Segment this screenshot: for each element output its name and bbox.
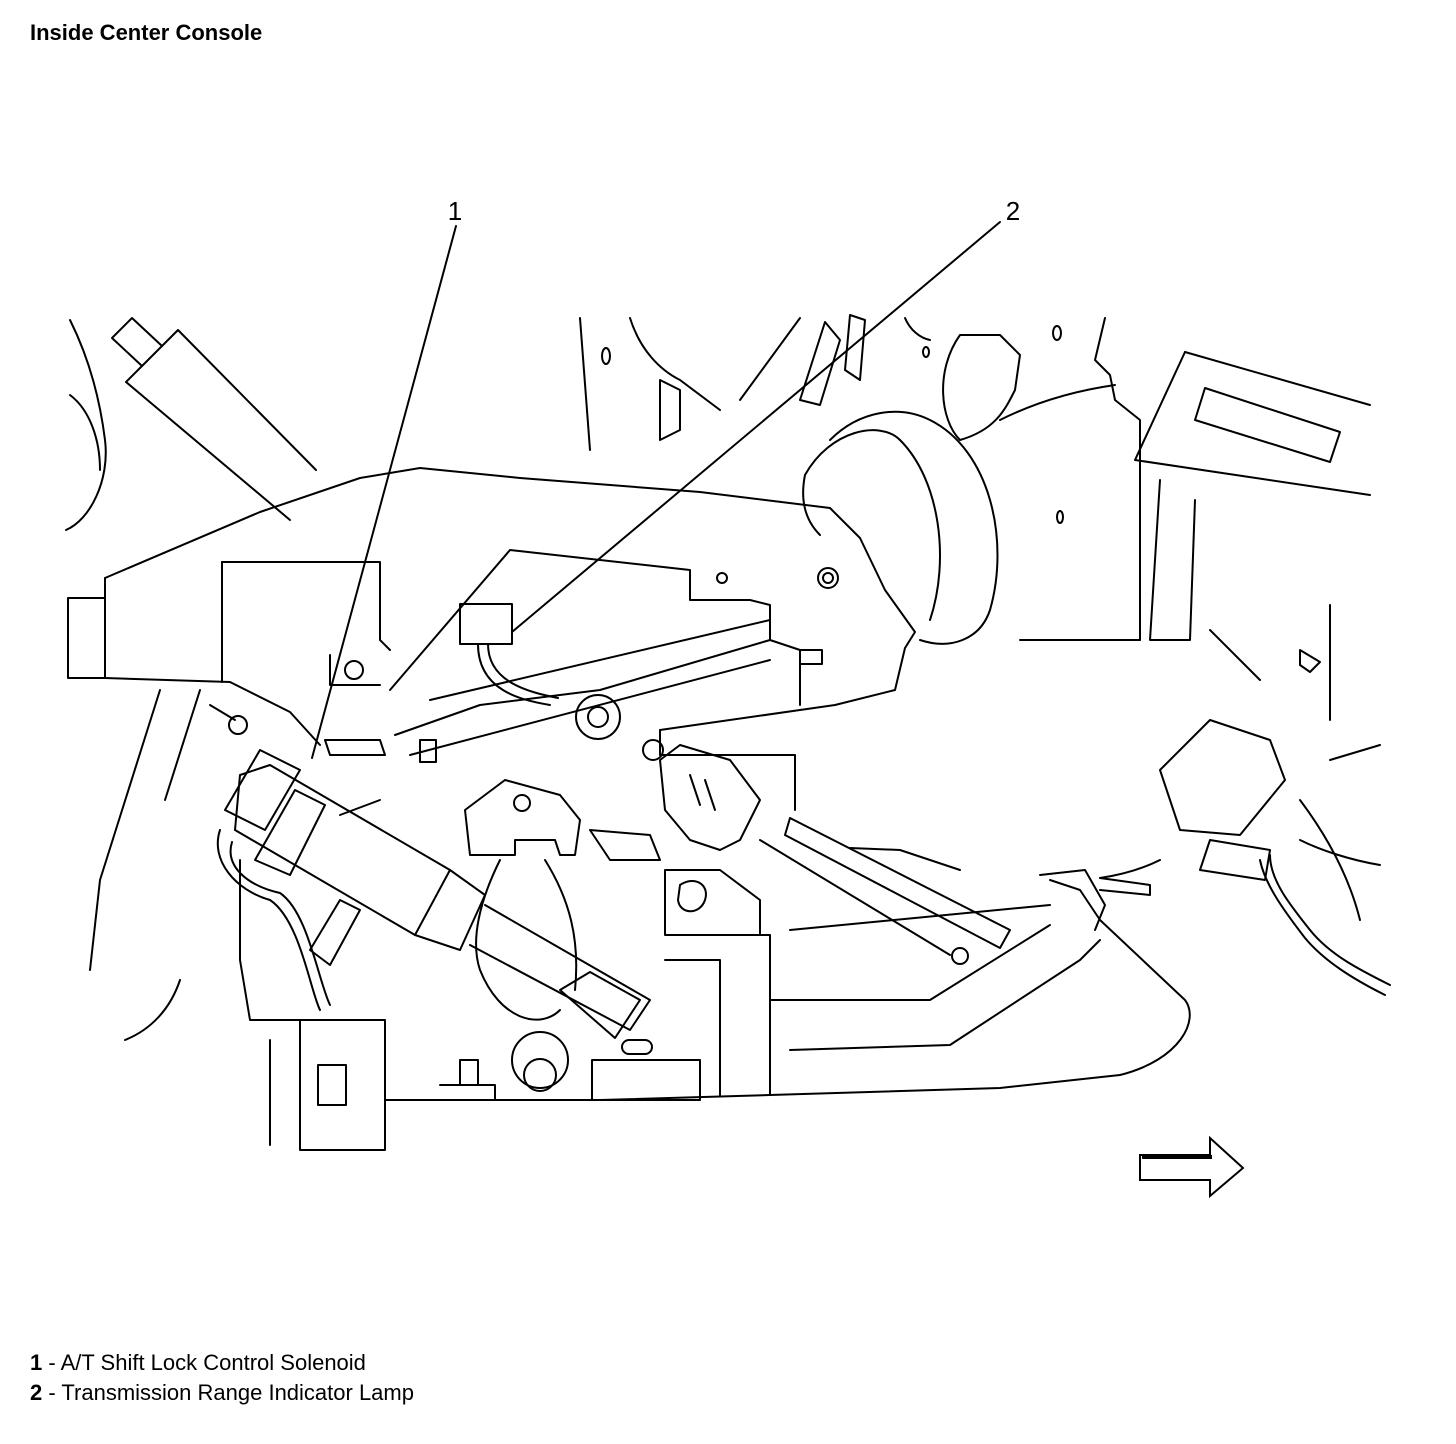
steering-column-shaft: [65, 317, 317, 531]
right-bracket-plate: [1134, 351, 1371, 721]
diagram-title: Inside Center Console: [30, 20, 263, 45]
legend-number: 1: [30, 1350, 43, 1375]
legend: 1 - A/T Shift Lock Control Solenoid 2 - …: [30, 1348, 414, 1408]
legend-row-1: 1 - A/T Shift Lock Control Solenoid: [30, 1348, 414, 1378]
shift-lock-solenoid: [216, 749, 651, 1039]
legend-separator: -: [42, 1380, 62, 1405]
arrow-right-icon: [1139, 1135, 1245, 1199]
console-bracket: [324, 549, 839, 811]
blower-assembly: [579, 314, 1141, 645]
shifter-mechanism: [439, 744, 761, 1101]
legend-label: A/T Shift Lock Control Solenoid: [60, 1350, 366, 1375]
callout-2-number: 2: [1006, 196, 1020, 226]
callout-1-number: 1: [448, 196, 462, 226]
legend-separator: -: [42, 1350, 61, 1375]
console-lower-tray: [384, 817, 1191, 1101]
left-lower-frame: [89, 689, 386, 1151]
console-upper-housing: [67, 467, 916, 746]
right-wiring-harness: [1039, 719, 1391, 996]
legend-number: 2: [30, 1380, 43, 1405]
callout-2-leader: [511, 221, 1001, 633]
legend-row-2: 2 - Transmission Range Indicator Lamp: [30, 1378, 414, 1408]
legend-label: Transmission Range Indicator Lamp: [61, 1380, 414, 1405]
callout-1-leader: [311, 225, 457, 759]
